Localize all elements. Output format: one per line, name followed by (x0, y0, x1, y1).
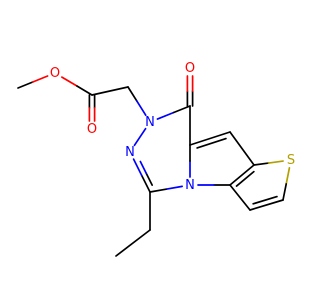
canvas-background (0, 0, 300, 300)
bonds-layer (17, 75, 291, 257)
atom-label-background (183, 178, 197, 192)
bond-c_ch-c_th1 (229, 131, 255, 166)
atom-ester_o: O (85, 122, 99, 137)
bond-n2-n1 (133, 127, 147, 147)
bond-c_ring1-c_ch (189, 131, 231, 146)
bond-ch2-n1 (127, 86, 138, 102)
bond-c_ring1-c_ch-inner (196, 137, 227, 149)
atom-n_py: N (183, 178, 197, 193)
bond-ome_o-ester_c (61, 76, 78, 87)
atom-label-background (123, 145, 137, 159)
bond-ome_o-ester_c (76, 85, 93, 96)
bond-c_eq-n2-inner (139, 160, 148, 175)
bond-ester_c-ch2 (91, 86, 129, 96)
atom-o_keto: O (183, 61, 197, 76)
atom-label-n: N (185, 178, 195, 193)
bond-s-c_th2 (282, 183, 288, 201)
atom-label-o: O (50, 66, 60, 81)
atom-n1: N (143, 115, 157, 130)
bond-ome_c-ome_o (31, 75, 49, 83)
bond-c_eq-n2 (140, 174, 151, 193)
bond-n1-c_co (156, 111, 175, 120)
atom-label-background (284, 153, 298, 167)
atom-label-background (48, 66, 62, 80)
atom-label-n: N (145, 115, 155, 130)
atom-label-o: O (87, 122, 97, 137)
atom-s: S (284, 153, 298, 168)
atom-label-background (85, 122, 99, 136)
bond-c_th4-c_th1 (229, 164, 255, 186)
bond-c_th3-c_th4 (229, 184, 251, 211)
bond-n1-c_co (172, 105, 191, 114)
bond-c_eq-n2 (132, 158, 143, 177)
bond-ch2-n1 (136, 100, 147, 117)
atom-label-background (143, 115, 157, 129)
atom-ome_o: O (48, 66, 62, 81)
bond-c_eq-n2-inner (145, 172, 154, 187)
bond-s-c_th2 (285, 166, 291, 185)
bond-c_th1-s (253, 162, 270, 166)
atom-n2: N (123, 145, 137, 160)
bond-c_th4-c_th1-inner (235, 170, 255, 187)
bond-n_py-c_eq (149, 188, 167, 193)
bond-et_c1-et_c2 (115, 229, 151, 257)
bond-n_py-c_eq (165, 185, 183, 191)
atom-label-o: O (185, 61, 195, 76)
atom-label-background (183, 61, 197, 75)
bond-ome_c-ome_o (17, 81, 34, 89)
atom-label-n: N (125, 145, 135, 160)
bond-c_th1-s (267, 160, 284, 164)
bond-c_th2-c_th3 (249, 199, 284, 211)
bond-c_th2-c_th3-inner (252, 195, 278, 205)
atom-label-s: S (287, 153, 295, 168)
